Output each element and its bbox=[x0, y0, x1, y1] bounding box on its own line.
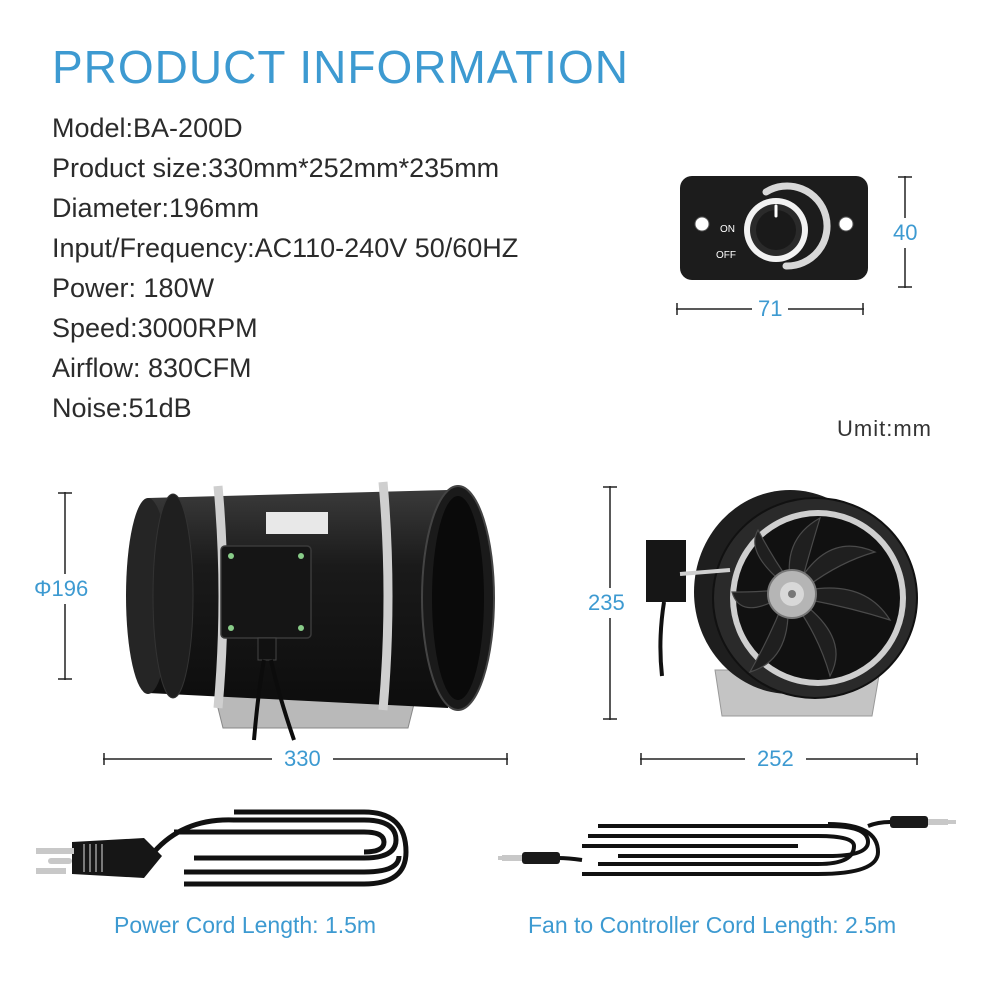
spec-product-size: Product size:330mm*252mm*235mm bbox=[52, 153, 500, 183]
page-title: PRODUCT INFORMATION bbox=[52, 41, 629, 93]
unit-label: Umit:mm bbox=[837, 416, 932, 441]
spec-noise: Noise:51dB bbox=[52, 393, 192, 423]
spec-airflow: Airflow: 830CFM bbox=[52, 353, 252, 383]
controller-width-label: 71 bbox=[752, 296, 789, 322]
controller-off-label: OFF bbox=[716, 250, 736, 261]
spec-diameter: Diameter:196mm bbox=[52, 193, 260, 223]
spec-input-frequency: Input/Frequency:AC110-240V 50/60HZ bbox=[52, 233, 519, 263]
controller-height-label: 40 bbox=[893, 218, 918, 248]
fan-front-view-image bbox=[646, 490, 918, 717]
speed-controller-image: ON OFF bbox=[680, 176, 868, 280]
fan-height-label: 235 bbox=[588, 588, 625, 618]
fan-side-view-image bbox=[126, 481, 495, 741]
fan-width-label: 252 bbox=[745, 746, 806, 772]
fan-diameter-label: Φ196 bbox=[34, 574, 89, 604]
spec-speed: Speed:3000RPM bbox=[52, 313, 258, 343]
controller-cord-caption: Fan to Controller Cord Length: 2.5m bbox=[528, 912, 897, 938]
spec-power: Power: 180W bbox=[52, 273, 215, 303]
power-cord-image bbox=[36, 809, 409, 887]
spec-model: Model:BA-200D bbox=[52, 113, 243, 143]
power-cord-caption: Power Cord Length: 1.5m bbox=[114, 912, 377, 938]
fan-length-label: 330 bbox=[272, 746, 333, 772]
controller-on-label: ON bbox=[720, 224, 735, 235]
spec-list: Model:BA-200D Product size:330mm*252mm*2… bbox=[52, 108, 518, 428]
controller-cord-image bbox=[498, 816, 956, 876]
